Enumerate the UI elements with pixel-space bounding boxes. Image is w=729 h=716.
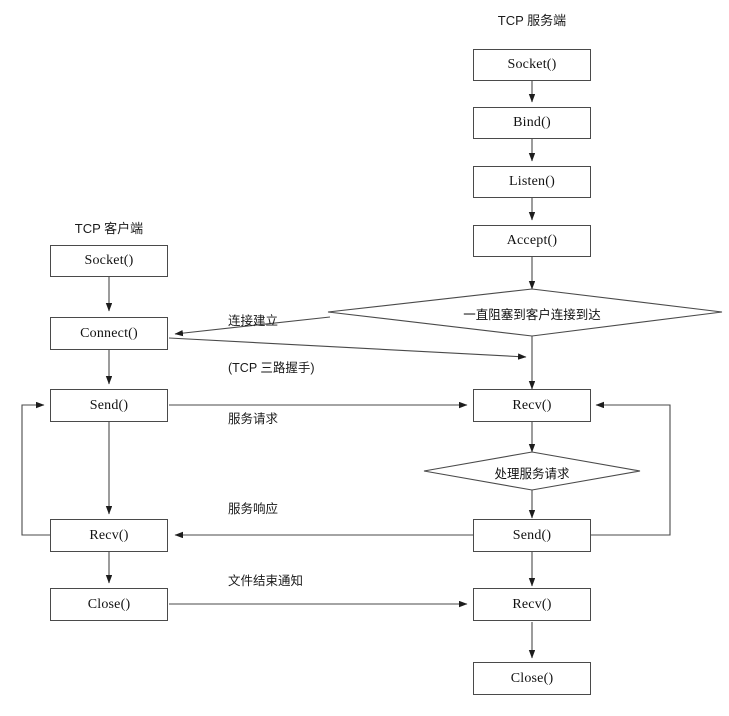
edge-label-service-request: 服务请求 [228, 412, 279, 426]
node-client-send[interactable]: Send() [50, 389, 168, 422]
edge-label-service-response: 服务响应 [228, 502, 279, 516]
edge-connection-established [174, 316, 331, 337]
edge-tcp-three-way-handshake [168, 337, 527, 360]
node-server-accept[interactable]: Accept() [473, 225, 591, 257]
edge-client-recv-loop-back-to-send [21, 401, 50, 536]
server-column-title: TCP 服务端 [497, 13, 567, 28]
node-server-recv-eof[interactable]: Recv() [473, 588, 591, 621]
edge-label-connection-established: 连接建立 [228, 314, 279, 328]
edge-label-eof-notice: 文件结束通知 [228, 574, 304, 588]
edge-server-send-loop-back-to-recv [591, 401, 671, 536]
client-column-title: TCP 客户端 [74, 221, 144, 236]
node-server-listen[interactable]: Listen() [473, 166, 591, 198]
node-server-recv-request[interactable]: Recv() [473, 389, 591, 422]
node-client-recv[interactable]: Recv() [50, 519, 168, 552]
node-server-bind[interactable]: Bind() [473, 107, 591, 139]
node-server-close[interactable]: Close() [473, 662, 591, 695]
decision-handle-label: 处理服务请求 [494, 467, 570, 481]
decision-block-label: 一直阻塞到客户连接到达 [463, 308, 601, 322]
node-client-connect[interactable]: Connect() [50, 317, 168, 350]
node-client-close[interactable]: Close() [50, 588, 168, 621]
decision-block-until-client-connects [327, 288, 723, 337]
edge-label-tcp-handshake: (TCP 三路握手) [228, 361, 315, 375]
node-client-socket[interactable]: Socket() [50, 245, 168, 277]
node-server-socket[interactable]: Socket() [473, 49, 591, 81]
node-server-send[interactable]: Send() [473, 519, 591, 552]
decision-handle-service-request [423, 451, 641, 491]
